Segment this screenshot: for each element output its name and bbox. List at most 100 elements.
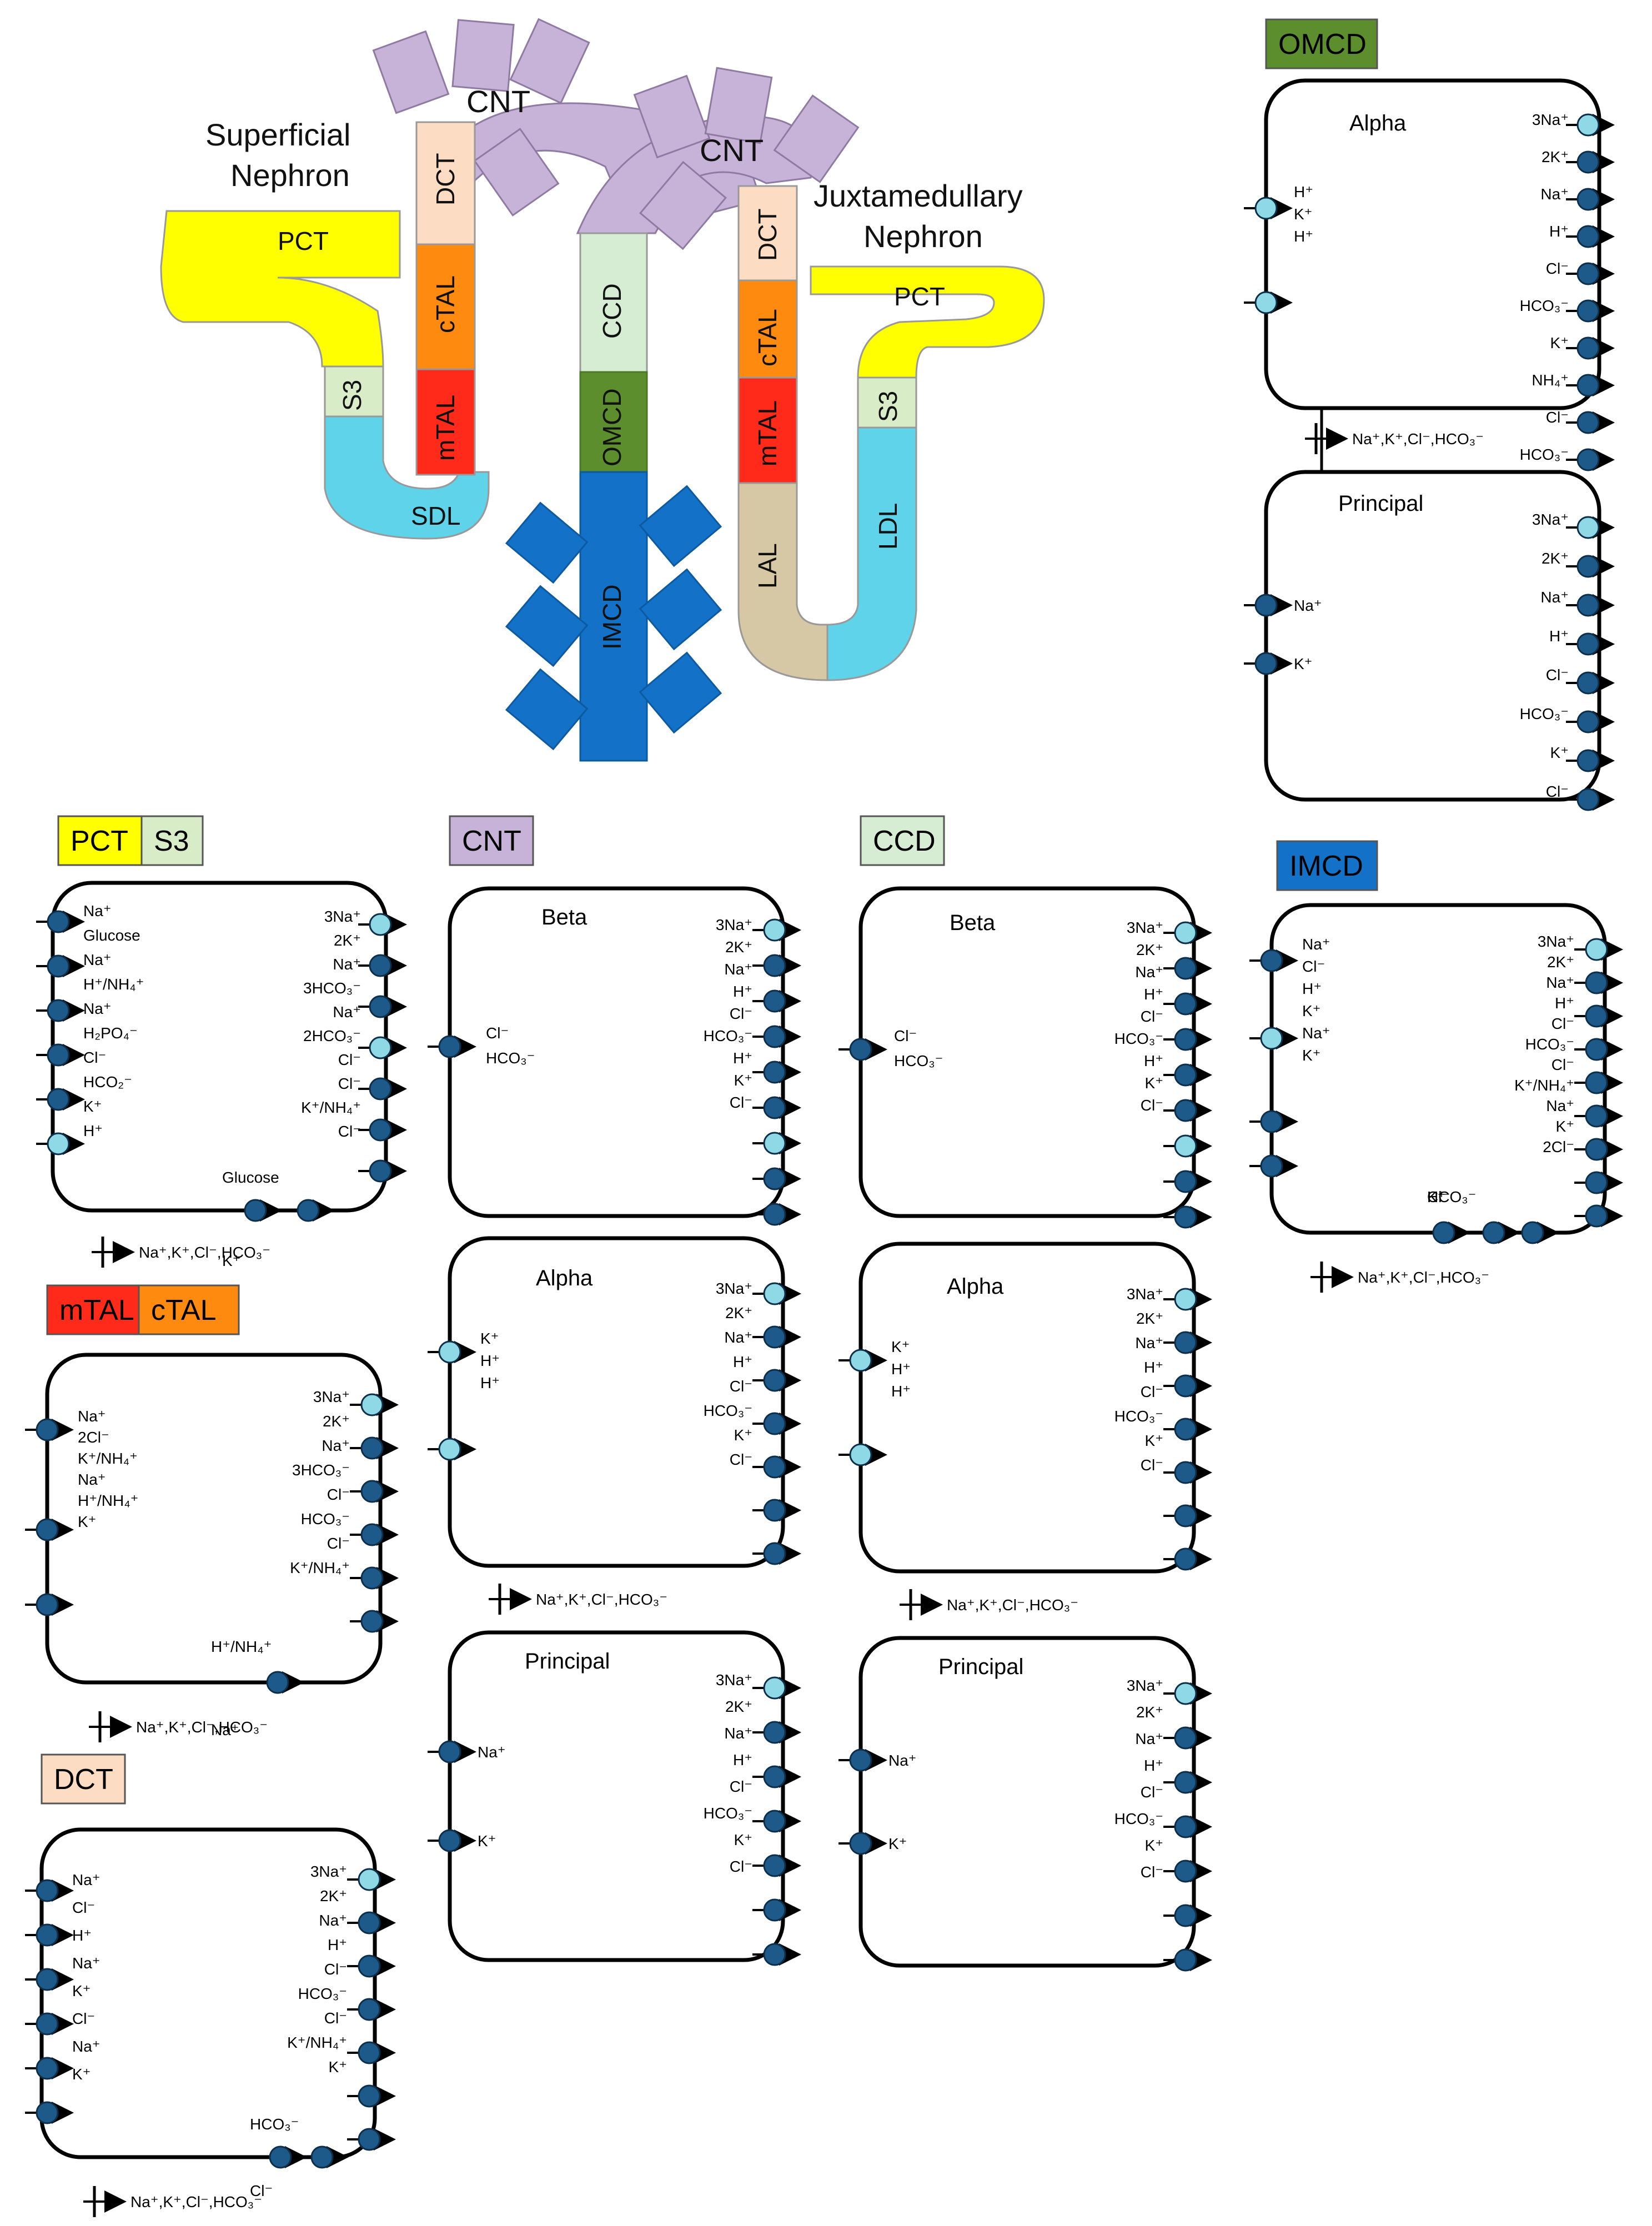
- cnt-alpha-baso-transporter-6: [763, 1542, 786, 1565]
- tal-baso-transporter-3: [360, 1523, 384, 1546]
- dct-basal-hco3: [269, 2145, 292, 2169]
- pct-apical-ion-7: HCO₂⁻: [83, 1073, 132, 1091]
- cnt-beta-baso-transporter-0: [763, 918, 786, 942]
- tal-baso-ion-0: 3Na⁺: [313, 1388, 350, 1405]
- cnt-alpha-baso-ion-0: 3Na⁺: [716, 1280, 752, 1297]
- imcd-apical-hk: [1260, 1027, 1283, 1050]
- ccd-alpha-cell: [858, 1242, 1196, 1574]
- ccd-principal-baso-ion-7: Cl⁻: [1141, 1863, 1163, 1881]
- omcd-alpha-baso-transporter-6: [1576, 336, 1600, 360]
- dct-baso-transporter-6: [358, 2128, 381, 2151]
- pct-superficial-label: PCT: [278, 227, 329, 255]
- ccd-alpha-baso-transporter-6: [1174, 1547, 1197, 1571]
- imcd-baso-transporter-2: [1585, 1004, 1608, 1028]
- tal-apical-nkcc2: [36, 1418, 59, 1441]
- pct-apical-transporter-3: [47, 1043, 70, 1067]
- cnt-principal-baso-ion-4: Cl⁻: [730, 1778, 752, 1795]
- ccd-principal-baso-transporter-6: [1174, 1948, 1197, 1972]
- ctal-superficial: [415, 243, 476, 370]
- dct-apical-ion-7: K⁺: [72, 2066, 91, 2083]
- ccd-beta-baso-transporter-7: [1174, 1170, 1197, 1193]
- imcd-paracellular-label: Na⁺,K⁺,Cl⁻,HCO₃⁻: [1358, 1269, 1489, 1286]
- ctal-juxta-label: cTAL: [753, 309, 782, 366]
- imcd-baso-ion-6: Cl⁻: [1551, 1056, 1574, 1073]
- ccd-beta-apical-ex: [849, 1038, 872, 1061]
- mtal-header-label: mTAL: [59, 1294, 134, 1326]
- cnt-principal-baso-ion-1: 2K⁺: [725, 1698, 752, 1715]
- tal-apical-ion-3: Na⁺: [78, 1471, 106, 1488]
- pct-baso-transporter-0: [369, 913, 392, 936]
- cnt-alpha-baso-ion-2: Na⁺: [724, 1329, 752, 1346]
- dct-apical-ion-5: Cl⁻: [72, 2010, 95, 2027]
- cnt-alpha-baso-transporter-3: [763, 1412, 786, 1435]
- cnt-principal-apical-ion-0: Na⁺: [478, 1743, 506, 1761]
- cnt-alpha-baso-transporter-2: [763, 1369, 786, 1392]
- imcd-baso-ion-8: Na⁺: [1546, 1097, 1574, 1114]
- dct-baso-transporter-5: [358, 2084, 381, 2108]
- ccd-beta-baso-transporter-3: [1174, 1028, 1197, 1051]
- dct-basal-ion-1: Cl⁻: [250, 2182, 273, 2199]
- tal-basal-ion-1: Na⁺: [211, 1721, 239, 1738]
- imcd-baso-ion-5: HCO₃⁻: [1525, 1036, 1574, 1053]
- tal-baso-transporter-5: [360, 1610, 384, 1633]
- ccd-beta-baso-ion-4: Cl⁻: [1141, 1008, 1163, 1025]
- cnt-beta-baso-ion-2: Na⁺: [724, 961, 752, 978]
- cnt-alpha-baso-ion-6: K⁺: [734, 1426, 752, 1444]
- cnt-principal-apical-k: [438, 1829, 461, 1852]
- dct-apical-ion-0: Na⁺: [72, 1871, 101, 1888]
- cnt-beta-baso-ion-4: Cl⁻: [730, 1005, 752, 1022]
- omcd-principal-baso-transporter-0: [1576, 516, 1600, 539]
- imcd-baso-transporter-3: [1585, 1038, 1608, 1061]
- omcd-alpha-baso-transporter-8: [1576, 411, 1600, 434]
- cnt-label-lower: CNT: [700, 133, 764, 168]
- omcd-alpha-name: Alpha: [1349, 111, 1407, 135]
- cnt-alpha-baso-transporter-1: [763, 1325, 786, 1349]
- tal-basal-nhe: [266, 1671, 289, 1694]
- lal-juxta: [737, 482, 828, 681]
- imcd-baso-transporter-6: [1585, 1138, 1608, 1161]
- ccd-principal-apical-ion-0: Na⁺: [888, 1752, 917, 1769]
- cnt-principal-name: Principal: [525, 1649, 610, 1674]
- omcd-alpha-baso-transporter-4: [1576, 262, 1600, 285]
- omcd-principal-baso-transporter-2: [1576, 594, 1600, 617]
- omcd-principal-baso-ion-6: K⁺: [1550, 744, 1569, 761]
- dct-baso-ion-8: K⁺: [329, 2058, 347, 2076]
- omcd-header-label: OMCD: [1278, 28, 1367, 61]
- tal-baso-ion-4: Cl⁻: [327, 1486, 350, 1503]
- ccd-principal-name: Principal: [938, 1655, 1023, 1679]
- cnt-beta-baso-ion-5: HCO₃⁻: [704, 1027, 752, 1044]
- imcd-apical-ion-2: H⁺: [1302, 980, 1322, 997]
- dct-baso-ion-7: K⁺/NH₄⁺: [287, 2034, 347, 2051]
- imcd-apical-na: [1260, 1110, 1283, 1133]
- pct-baso-transporter-1: [369, 954, 392, 977]
- s3-juxta: [857, 376, 917, 429]
- omcd-alpha-baso-ion-8: Cl⁻: [1546, 409, 1569, 426]
- cnt-principal-baso-ion-3: H⁺: [733, 1751, 752, 1768]
- cnt-principal-apical-na: [438, 1740, 461, 1763]
- ccd-principal-baso-ion-5: HCO₃⁻: [1114, 1810, 1163, 1827]
- cnt-principal-baso-transporter-2: [763, 1765, 786, 1788]
- ccd-principal-baso-transporter-4: [1174, 1860, 1197, 1883]
- dct-baso-ion-4: Cl⁻: [324, 1961, 347, 1978]
- ldl-juxta: [826, 426, 917, 681]
- dct-apical-ion-1: Cl⁻: [72, 1899, 95, 1916]
- omcd-alpha-apical-ion-0: H⁺: [1294, 183, 1313, 200]
- cnt-alpha-apical-ion-0: K⁺: [480, 1330, 499, 1347]
- ccd-beta-baso-transporter-0: [1174, 921, 1197, 944]
- dct-baso-ion-6: Cl⁻: [324, 2009, 347, 2027]
- cnt-alpha-apical-h: [438, 1438, 461, 1461]
- pct-baso-transporter-6: [369, 1159, 392, 1183]
- imcd-baso-ion-2: Na⁺: [1546, 974, 1574, 991]
- pct-baso-ion-9: Cl⁻: [338, 1123, 361, 1140]
- ccd-beta-baso-ion-8: Cl⁻: [1141, 1097, 1163, 1114]
- cnt-principal-baso-transporter-4: [763, 1854, 786, 1877]
- omcd-header-box: [1265, 18, 1378, 69]
- dct-juxta: [737, 185, 798, 282]
- imcd-label: IMCD: [597, 584, 626, 650]
- dct-apical-transporter-4: [36, 2057, 59, 2080]
- nephron-overview: CNT CNT Superficial Nephron PCT S3 SDL D…: [160, 18, 1045, 762]
- tal-baso-transporter-2: [360, 1480, 384, 1503]
- imcd-apical-ion-0: Na⁺: [1302, 936, 1330, 953]
